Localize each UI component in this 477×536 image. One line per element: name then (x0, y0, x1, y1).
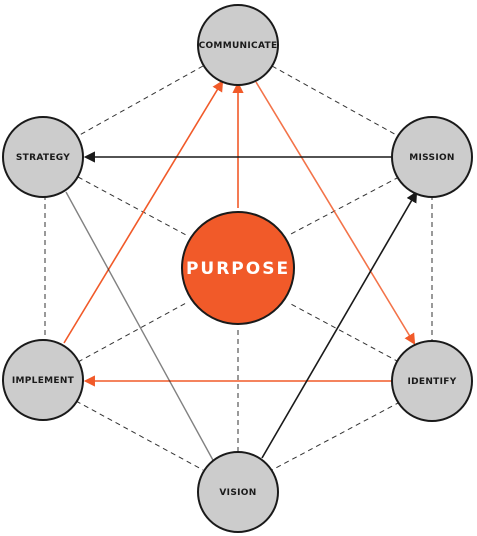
flow-arrows (63, 80, 418, 463)
center-dashed-spokes (77, 176, 400, 456)
node-label-identify: IDENTIFY (407, 377, 456, 387)
node-strategy: STRATEGY (2, 116, 84, 198)
spoke-implement (77, 302, 187, 363)
edge-identify-vision (271, 401, 401, 471)
node-circle (391, 116, 473, 198)
node-circle (197, 451, 279, 533)
arrow-vision-mission (261, 191, 418, 459)
edge-implement-vision (75, 400, 204, 471)
node-label-vision: VISION (219, 488, 256, 498)
node-purpose: PURPOSE (181, 211, 295, 325)
hexagon-dashed-edges (44, 65, 433, 471)
node-circle (197, 4, 279, 86)
arrow-implement-communicate (63, 80, 224, 344)
node-label-mission: MISSION (409, 153, 455, 163)
node-label-strategy: STRATEGY (16, 153, 70, 163)
edge-communicate-strategy (75, 65, 204, 138)
purpose-label: PURPOSE (186, 259, 290, 279)
node-identify: IDENTIFY (391, 340, 473, 422)
node-circle (2, 116, 84, 198)
line-strategy-vision (65, 191, 215, 463)
spoke-identify (288, 302, 400, 363)
node-implement: IMPLEMENT (2, 339, 84, 421)
edge-communicate-mission (271, 65, 401, 138)
node-label-communicate: COMMUNICATE (199, 41, 278, 51)
arrow-communicate-identify (255, 81, 416, 345)
node-label-implement: IMPLEMENT (12, 376, 75, 386)
node-communicate: COMMUNICATE (197, 4, 279, 86)
node-mission: MISSION (391, 116, 473, 198)
purpose-circle (181, 211, 295, 325)
node-circle (2, 339, 84, 421)
spoke-strategy (77, 176, 187, 236)
node-circle (391, 340, 473, 422)
node-vision: VISION (197, 451, 279, 533)
spoke-mission (288, 176, 400, 236)
